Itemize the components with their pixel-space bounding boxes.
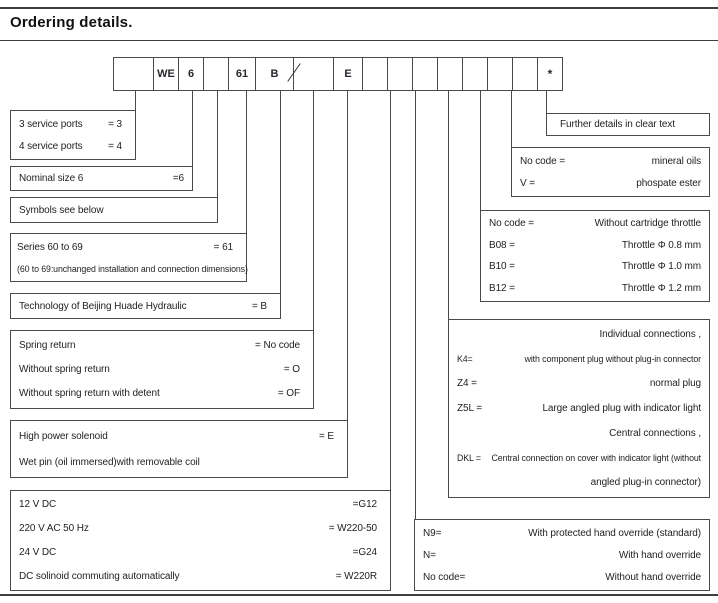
top-rule <box>0 7 718 9</box>
spec-row: DC solinoid commuting automatically= W22… <box>19 570 377 582</box>
connector-throttle <box>480 90 481 211</box>
connector-nominal-size <box>192 90 193 167</box>
label-box-hand-override: N9=With protected hand override (standar… <box>414 519 710 591</box>
spec-row: Individual connections , <box>599 329 701 340</box>
spec-row: B10 =Throttle Φ 1.0 mm <box>489 261 701 273</box>
spec-row: 24 V DC=G24 <box>19 546 377 558</box>
code-cell-e: E <box>333 57 363 91</box>
code-cell-blank-3 <box>293 57 334 91</box>
spec-row: No code=Without hand override <box>423 571 701 583</box>
code-cell-we: WE <box>153 57 179 91</box>
label-box-nominal-size: Nominal size 6=6 <box>10 166 193 191</box>
spec-row: Wet pin (oil immersed)with removable coi… <box>19 456 200 468</box>
code-cell-b: B <box>255 57 294 91</box>
connector-hand-override <box>415 90 416 520</box>
spec-row: V =phospate ester <box>520 177 701 189</box>
spec-row: B12 =Throttle Φ 1.2 mm <box>489 282 701 294</box>
spec-row: Spring return= No code <box>19 339 300 351</box>
spec-row: 4 service ports= 4 <box>19 140 122 152</box>
spec-row: Z4 =normal plug <box>457 378 701 389</box>
code-cell-blank-2 <box>203 57 229 91</box>
spec-row: No code =mineral oils <box>520 155 701 167</box>
connector-symbols <box>217 90 218 198</box>
label-box-service-ports: 3 service ports= 3 4 service ports= 4 <box>10 110 136 160</box>
label-box-spring-return: Spring return= No code Without spring re… <box>10 330 314 409</box>
code-cell-blank-5 <box>387 57 413 91</box>
code-cell-6: 6 <box>178 57 204 91</box>
spec-row: angled plug-in connector) <box>590 477 701 488</box>
label-box-further-details: Further details in clear text <box>546 113 710 136</box>
label-box-series: Series 60 to 69= 61 (60 to 69:unchanged … <box>10 233 248 282</box>
code-cell-star: * <box>537 57 563 91</box>
page-title: Ordering details. <box>10 14 133 31</box>
spec-row: 12 V DC=G12 <box>19 499 377 511</box>
spec-row: DKL =Central connection on cover with in… <box>457 453 701 463</box>
spec-row: K4=with component plug without plug-in c… <box>457 354 701 364</box>
label-box-technology: Technology of Beijing Huade Hydraulic= B <box>10 293 281 319</box>
connector-connections <box>448 90 449 320</box>
connector-fluid <box>511 90 512 148</box>
connector-spring-return <box>313 90 314 331</box>
label-box-fluid: No code =mineral oils V =phospate ester <box>511 147 710 197</box>
spec-row: Without spring return= O <box>19 363 300 375</box>
code-cell-blank-1 <box>113 57 154 91</box>
label-box-voltage: 12 V DC=G12 220 V AC 50 Hz= W220-50 24 V… <box>10 490 391 591</box>
spec-row: Central connections , <box>609 428 701 439</box>
spec-row: Technology of Beijing Huade Hydraulic= B <box>19 300 267 312</box>
title-rule <box>0 40 718 41</box>
spec-row: No code =Without cartridge throttle <box>489 218 701 230</box>
code-cell-blank-9 <box>487 57 513 91</box>
spec-row: Further details in clear text <box>560 119 675 130</box>
code-cell-61: 61 <box>228 57 256 91</box>
connector-voltage <box>390 90 391 491</box>
code-cell-blank-6 <box>412 57 438 91</box>
connector-further-details <box>546 90 547 114</box>
code-cell-blank-8 <box>462 57 488 91</box>
spec-row: 220 V AC 50 Hz= W220-50 <box>19 523 377 535</box>
spec-row: (60 to 69:unchanged installation and con… <box>17 263 248 274</box>
connector-series <box>246 90 247 234</box>
label-box-solenoid: High power solenoid= E Wet pin (oil imme… <box>10 420 348 478</box>
connector-service-ports <box>135 90 136 111</box>
label-box-connections: Individual connections , K4=with compone… <box>448 319 710 498</box>
connector-solenoid <box>347 90 348 421</box>
spec-row: Z5L =Large angled plug with indicator li… <box>457 403 701 414</box>
spec-row: Series 60 to 69= 61 <box>17 241 233 253</box>
spec-row: B08 =Throttle Φ 0.8 mm <box>489 239 701 251</box>
spec-row: Symbols see below <box>19 204 104 216</box>
spec-row: 3 service ports= 3 <box>19 118 122 130</box>
bottom-rule <box>0 594 718 596</box>
code-cell-blank-7 <box>437 57 463 91</box>
code-cell-blank-4 <box>362 57 388 91</box>
connector-technology <box>280 90 281 294</box>
spec-row: Without spring return with detent= OF <box>19 388 300 400</box>
label-box-symbols: Symbols see below <box>10 197 218 223</box>
spec-row: High power solenoid= E <box>19 430 334 442</box>
label-box-throttle: No code =Without cartridge throttle B08 … <box>480 210 710 302</box>
spec-row: N=With hand override <box>423 549 701 561</box>
code-cell-blank-10 <box>512 57 538 91</box>
spec-row: Nominal size 6=6 <box>19 173 184 184</box>
spec-row: N9=With protected hand override (standar… <box>423 527 701 539</box>
